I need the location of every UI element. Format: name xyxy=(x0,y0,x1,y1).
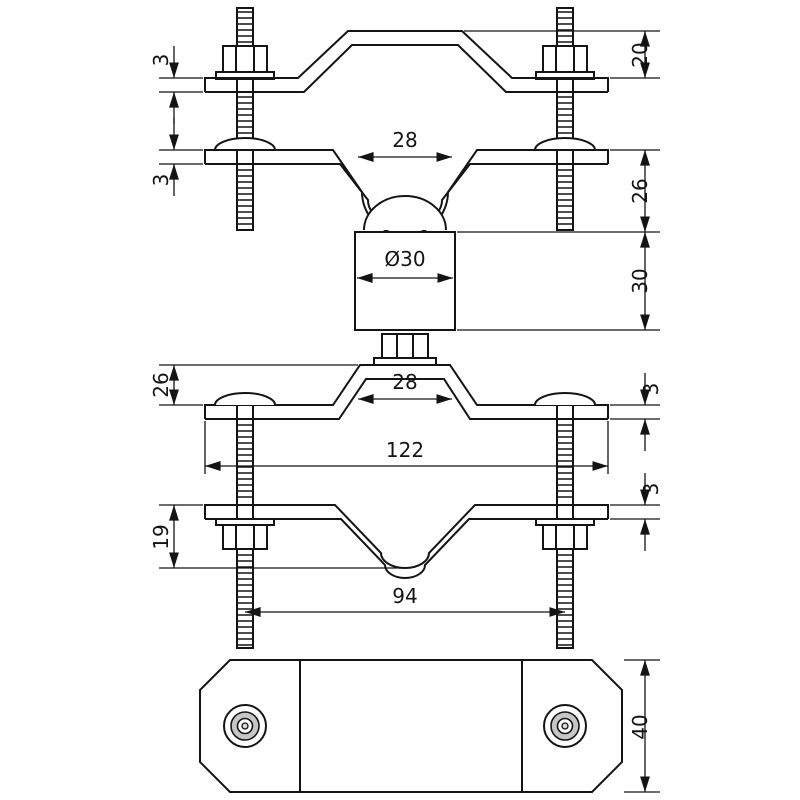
base-plate-outline xyxy=(199,659,623,793)
dome-washer-left xyxy=(214,392,276,406)
center-bolt-head xyxy=(373,333,437,366)
dim-label-saddle-opening-width: 28 xyxy=(392,128,417,152)
dim-lower-plate-thickness: 3 xyxy=(610,473,663,551)
dim-label-lower-wing-thickness: 3 xyxy=(639,383,663,396)
dim-label-top-bracket-height: 20 xyxy=(628,42,652,67)
dim-label-lower-channel-depth: 19 xyxy=(149,524,173,549)
dimensions: 3 20 3 28 26 Ø30 30 xyxy=(149,30,663,793)
dim-label-lower-plate-thickness: 3 xyxy=(639,483,663,496)
thread-lines xyxy=(557,424,573,646)
nut-bottom-right xyxy=(535,518,595,550)
dome-washer-right xyxy=(534,392,596,406)
dim-label-rod-segment-length: 30 xyxy=(628,268,652,293)
rod-dome-cap xyxy=(363,195,447,231)
dim-bolt-center-spacing: 94 xyxy=(245,584,565,617)
bolt-top-right xyxy=(535,7,595,231)
base-plate xyxy=(199,659,623,793)
dim-top-bracket-height: 20 xyxy=(464,30,660,79)
dim-saddle-strap-thickness: 3 xyxy=(149,118,203,196)
dim-top-strap-thickness: 3 xyxy=(149,46,203,124)
hex-nut xyxy=(222,524,268,550)
bolt-top-left xyxy=(215,7,275,231)
dim-label-lower-bracket-height: 26 xyxy=(149,372,173,397)
thread-lines xyxy=(557,11,573,225)
thread-lines xyxy=(237,11,253,225)
upper-bracket-strap xyxy=(204,30,609,93)
hex-nut xyxy=(542,524,588,550)
dim-saddle-opening-width: 28 xyxy=(358,128,452,162)
mount-hole-left xyxy=(223,704,267,748)
dim-base-plate-width: 40 xyxy=(624,659,660,793)
nut-bottom-left xyxy=(215,518,275,550)
dim-label-base-plate-width: 40 xyxy=(628,714,652,739)
dim-rod-segment-length: 30 xyxy=(457,232,660,331)
dim-label-lower-plateau-width: 28 xyxy=(392,370,417,394)
dim-lower-channel-depth: 19 xyxy=(149,504,403,569)
mount-hole-right xyxy=(543,704,587,748)
hex-nut xyxy=(222,45,268,73)
dim-lower-bracket-height: 26 xyxy=(149,364,358,406)
dim-lower-wing-thickness: 3 xyxy=(610,373,663,451)
dim-label-overall-clamp-width: 122 xyxy=(386,438,424,462)
dome-washer-left xyxy=(214,137,276,151)
dim-label-saddle-strap-thickness: 3 xyxy=(149,174,173,187)
dim-label-top-strap-thickness: 3 xyxy=(149,54,173,67)
dim-lower-plateau-width: 28 xyxy=(358,370,452,404)
bend-lines xyxy=(299,660,523,792)
dim-saddle-depth: 26 xyxy=(457,149,660,233)
dim-overall-clamp-width: 122 xyxy=(204,421,609,474)
dim-rod-diameter: Ø30 xyxy=(357,247,453,283)
dim-label-saddle-depth: 26 xyxy=(628,178,652,203)
upper-clamp xyxy=(204,7,609,236)
dim-label-rod-diameter: Ø30 xyxy=(384,247,425,271)
dim-label-bolt-center-spacing: 94 xyxy=(392,584,417,608)
hex-nut xyxy=(542,45,588,73)
washer xyxy=(373,357,437,366)
lower-channel-plate xyxy=(204,504,609,579)
dome-washer-right xyxy=(534,137,596,151)
